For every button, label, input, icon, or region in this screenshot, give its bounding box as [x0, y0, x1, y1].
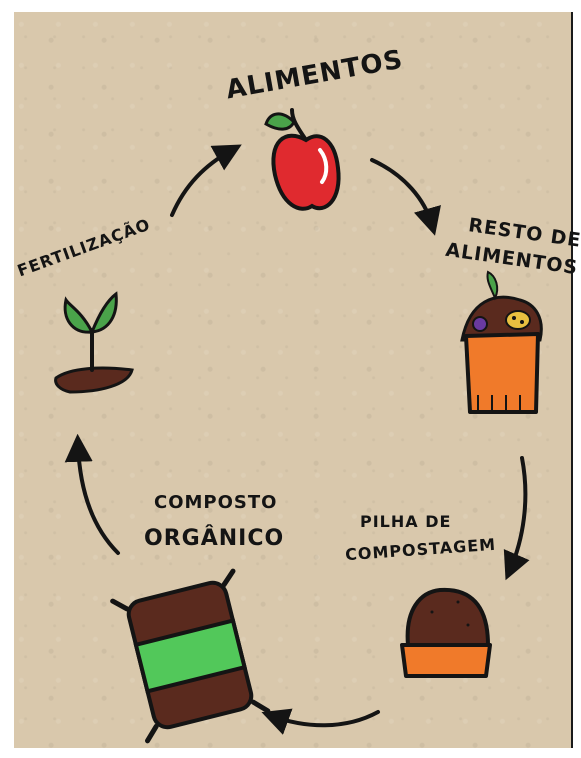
arrow-pilha-to-composto: [261, 708, 380, 735]
arrow-alimentos-to-resto: [370, 158, 441, 236]
sprout-icon: [54, 291, 134, 394]
frame-edge: [571, 12, 573, 748]
arrow-resto-to-pilha: [503, 456, 530, 581]
label-pilha-de: PILHA DE: [360, 512, 452, 531]
compost-bag-icon: [110, 568, 271, 744]
arrow-fertilizacao-to-alimentos: [170, 144, 242, 217]
food-scraps-bin-icon: [460, 270, 543, 414]
apple-icon: [264, 108, 341, 211]
label-organico: ORGÂNICO: [144, 526, 285, 551]
label-composto: COMPOSTO: [154, 492, 278, 513]
compost-pile-icon: [400, 587, 492, 678]
arrow-composto-to-fertilizacao: [64, 433, 120, 555]
